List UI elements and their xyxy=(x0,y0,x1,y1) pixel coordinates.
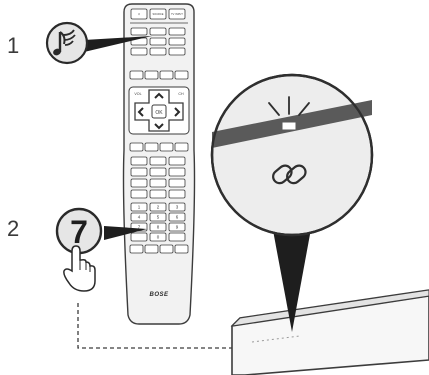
callout-line-2 xyxy=(104,226,147,240)
remote-media-key xyxy=(168,47,186,56)
remote-transport-key xyxy=(149,178,167,188)
remote-media-key xyxy=(149,47,167,56)
step-2-number: 2 xyxy=(7,216,20,241)
remote-number-key-6-label: 6 xyxy=(176,215,179,220)
callout-line-1 xyxy=(84,36,152,52)
dashed-connector xyxy=(77,303,238,349)
remote-bottom-key xyxy=(144,244,159,254)
remote-transport-key xyxy=(149,156,167,166)
remote-media-key xyxy=(168,27,186,36)
remote-number-key-2 xyxy=(149,202,167,212)
remote-number-key-9 xyxy=(168,222,186,232)
remote-brand-logo: BOSE xyxy=(149,292,169,298)
light-rays xyxy=(268,96,310,116)
remote-transport-key xyxy=(149,189,167,199)
remote-media-keys xyxy=(129,27,189,80)
remote-mode-key xyxy=(174,70,189,80)
step-1-number: 1 xyxy=(7,33,20,58)
remote-nav-pad: OK VOL CH xyxy=(128,86,190,135)
remote-top-key-label: SOURCE xyxy=(152,12,163,16)
remote-media-key xyxy=(149,27,167,36)
remote-top-key-label: TV INPUT xyxy=(171,12,183,16)
remote-number-key-5-label: 5 xyxy=(157,215,160,220)
remote-number-key-2-label: 2 xyxy=(157,205,160,210)
remote-number-key-9-label: 9 xyxy=(176,225,179,230)
remote-function-key xyxy=(159,142,174,152)
music-note-wireless-icon xyxy=(53,29,76,56)
remote-function-key xyxy=(144,142,159,152)
remote-transport-key xyxy=(168,178,186,188)
remote-top-key-label: ⏻ xyxy=(138,13,140,16)
remote-transport-key xyxy=(130,156,148,166)
remote-transport-key xyxy=(149,167,167,177)
zoom-pointer xyxy=(272,218,313,332)
remote-number-key-7-label: 7 xyxy=(138,225,141,230)
remote-transport-key xyxy=(168,167,186,177)
remote-lower-keys: 1 2 3 4 5 6 7 8 9 0 xyxy=(129,142,189,254)
remote-bottom-key xyxy=(174,244,189,254)
remote-number-key-1-label: 1 xyxy=(138,205,141,210)
soundbar xyxy=(230,289,429,375)
remote-number-key-4 xyxy=(130,212,148,222)
vol-label: VOL xyxy=(134,92,141,96)
remote-number-key-8 xyxy=(149,222,167,232)
remote-number-key-3-label: 3 xyxy=(176,205,179,210)
ch-label: CH xyxy=(178,92,184,96)
remote-number-key-0-label: 0 xyxy=(157,235,160,240)
remote-media-key xyxy=(168,37,186,46)
remote-top-key xyxy=(130,8,148,20)
remote-mode-key xyxy=(129,70,144,80)
remote-key-right xyxy=(168,232,186,242)
remote-function-key xyxy=(174,142,189,152)
remote-transport-key xyxy=(168,156,186,166)
remote-media-key xyxy=(130,47,148,56)
remote-mode-key xyxy=(159,70,174,80)
remote-number-key-3 xyxy=(168,202,186,212)
step-2-key-label: 7 xyxy=(70,214,88,250)
remote-number-key-5 xyxy=(149,212,167,222)
link-icon xyxy=(272,164,307,185)
remote-media-key xyxy=(130,27,148,36)
remote-transport-key xyxy=(168,189,186,199)
step-2-callout: 7 xyxy=(55,207,103,292)
remote-top-key xyxy=(168,8,186,20)
remote-mode-key xyxy=(144,70,159,80)
remote-number-key-8-label: 8 xyxy=(157,225,160,230)
remote-bottom-key xyxy=(129,244,144,254)
remote-transport-key xyxy=(130,178,148,188)
soundbar-zoom xyxy=(210,73,374,237)
remote-number-key-4-label: 4 xyxy=(138,215,141,220)
remote-number-key-6 xyxy=(168,212,186,222)
remote-function-key xyxy=(129,142,144,152)
hand-pointer-icon xyxy=(63,245,96,292)
step-1-callout xyxy=(45,21,89,65)
remote-media-key xyxy=(149,37,167,46)
remote-top-key xyxy=(149,8,167,20)
remote-number-key-0 xyxy=(149,232,167,242)
remote-number-key-1 xyxy=(130,202,148,212)
nav-ok-label: OK xyxy=(155,110,163,116)
remote-transport-key xyxy=(130,189,148,199)
remote-bottom-key xyxy=(159,244,174,254)
remote-transport-key xyxy=(130,167,148,177)
remote-control: ⏻ SOURCE TV INPUT OK VOL CH 1 2 3 4 5 6 7 8 9 0 BOS… xyxy=(122,3,196,325)
remote-top-keys: ⏻ SOURCE TV INPUT xyxy=(130,8,186,20)
remote-key-left xyxy=(130,232,148,242)
status-light xyxy=(282,122,296,130)
